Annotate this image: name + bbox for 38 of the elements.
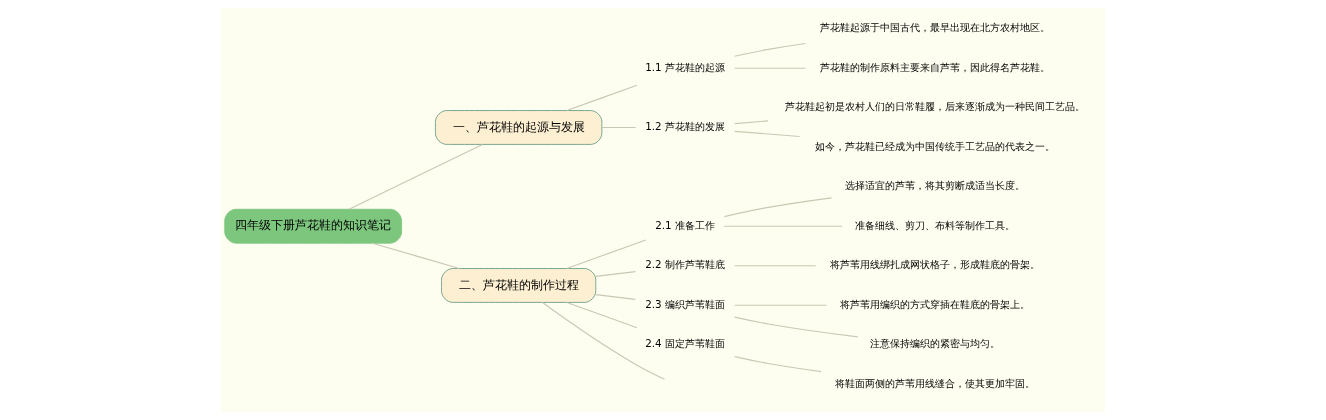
node-box: 一、芦花鞋的起源与发展 — [434, 110, 603, 145]
connector — [595, 271, 636, 277]
node-text: 将芦苇用线绑扎成网状格子，形成鞋底的骨架。 — [829, 258, 1040, 271]
connector — [734, 356, 822, 373]
connector — [734, 304, 828, 306]
connector — [734, 42, 806, 57]
node-text: 将芦苇用编织的方式穿插在鞋底的骨架上。 — [839, 297, 1030, 310]
node-text: 芦花鞋起初是农村人们的日常鞋履，后来逐渐成为一种民间工艺品。 — [784, 100, 1085, 113]
connector — [566, 239, 647, 270]
connector — [595, 294, 636, 300]
connector — [734, 316, 859, 338]
node-text: 注意保持编织的紧密与均匀。 — [869, 337, 1000, 350]
connector — [566, 84, 638, 112]
connector — [601, 126, 637, 129]
node-text: 芦花鞋起源于中国古代，最早出现在北方农村地区。 — [819, 21, 1050, 34]
node-text: 2.3 编织芦苇鞋面 — [645, 297, 725, 310]
connector — [348, 144, 484, 210]
connector — [734, 67, 806, 69]
connector — [723, 197, 833, 218]
node-text: 选择适宜的芦苇，将其剪断成适当长度。 — [844, 179, 1025, 192]
node-text: 1.1 芦花鞋的起源 — [645, 60, 725, 73]
connector — [723, 225, 843, 227]
node-text: 2.1 准备工作 — [655, 218, 715, 231]
node-text: 如今，芦花鞋已经成为中国传统手工艺品的代表之一。 — [814, 139, 1055, 152]
node-box: 二、芦花鞋的制作过程 — [441, 268, 597, 303]
node-text: 准备细线、剪刀、布料等制作工具。 — [854, 218, 1015, 231]
node-text: 1.2 芦花鞋的发展 — [645, 120, 725, 133]
connector — [734, 265, 817, 267]
node-text: 将鞋面两侧的芦苇用线缝合，使其更加牢固。 — [834, 376, 1035, 389]
connector — [566, 301, 638, 329]
connector — [541, 301, 666, 380]
node-text: 芦花鞋的制作原料主要来自芦苇，因此得名芦花鞋。 — [819, 60, 1050, 73]
node-text: 2.4 固定芦苇鞋面 — [645, 337, 725, 350]
node-text: 2.2 制作芦苇鞋底 — [645, 258, 725, 271]
node-box: 四年级下册芦花鞋的知识笔记 — [224, 208, 403, 244]
connector — [371, 242, 460, 270]
connector — [734, 130, 801, 138]
connector — [734, 120, 769, 125]
